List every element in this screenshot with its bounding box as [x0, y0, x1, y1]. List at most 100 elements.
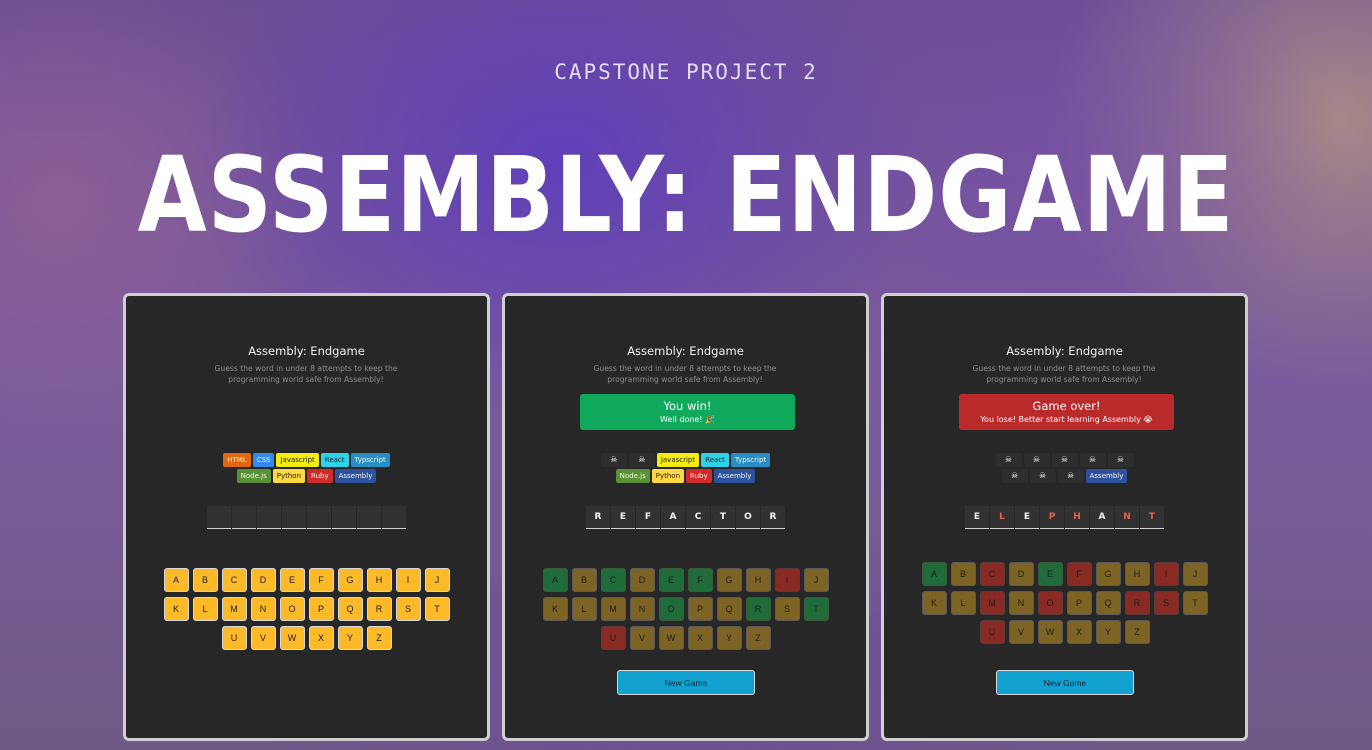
- key-d[interactable]: D: [250, 568, 276, 592]
- key-m[interactable]: M: [979, 591, 1005, 615]
- key-l[interactable]: L: [950, 591, 976, 615]
- language-chip: ☠: [1057, 469, 1084, 483]
- key-a[interactable]: A: [921, 562, 947, 586]
- key-a[interactable]: A: [542, 568, 568, 592]
- status-message: Well done! 🎉: [659, 415, 716, 424]
- key-n[interactable]: N: [629, 597, 655, 621]
- key-z[interactable]: Z: [366, 626, 392, 650]
- letter-slot: [257, 506, 281, 529]
- key-v[interactable]: V: [629, 626, 655, 650]
- key-f[interactable]: F: [1066, 562, 1092, 586]
- key-w[interactable]: W: [1037, 620, 1063, 644]
- letter-slot: A: [1090, 506, 1114, 529]
- key-c[interactable]: C: [600, 568, 626, 592]
- language-chip: ☠: [1107, 453, 1134, 467]
- key-h[interactable]: H: [745, 568, 771, 592]
- new-game-button[interactable]: New Game: [617, 670, 755, 695]
- key-w[interactable]: W: [279, 626, 305, 650]
- key-o[interactable]: O: [1037, 591, 1063, 615]
- key-q[interactable]: Q: [716, 597, 742, 621]
- letter-slot: N: [1115, 506, 1139, 529]
- key-o[interactable]: O: [279, 597, 305, 621]
- key-s[interactable]: S: [1153, 591, 1179, 615]
- key-u[interactable]: U: [221, 626, 247, 650]
- key-p[interactable]: P: [687, 597, 713, 621]
- key-c[interactable]: C: [221, 568, 247, 592]
- letter-slot: [282, 506, 306, 529]
- key-p[interactable]: P: [1066, 591, 1092, 615]
- skull-icon: ☠: [638, 455, 646, 464]
- key-k[interactable]: K: [163, 597, 189, 621]
- key-b[interactable]: B: [192, 568, 218, 592]
- key-r[interactable]: R: [745, 597, 771, 621]
- key-l[interactable]: L: [192, 597, 218, 621]
- key-j[interactable]: J: [1182, 562, 1208, 586]
- key-f[interactable]: F: [308, 568, 334, 592]
- key-a[interactable]: A: [163, 568, 189, 592]
- key-e[interactable]: E: [1037, 562, 1063, 586]
- letter-slot: E: [611, 506, 635, 529]
- key-x[interactable]: X: [687, 626, 713, 650]
- key-y[interactable]: Y: [716, 626, 742, 650]
- key-s[interactable]: S: [395, 597, 421, 621]
- key-s[interactable]: S: [774, 597, 800, 621]
- key-i[interactable]: I: [395, 568, 421, 592]
- game-title: Assembly: Endgame: [627, 344, 744, 358]
- key-e[interactable]: E: [279, 568, 305, 592]
- key-d[interactable]: D: [629, 568, 655, 592]
- key-t[interactable]: T: [424, 597, 450, 621]
- key-e[interactable]: E: [658, 568, 684, 592]
- key-z[interactable]: Z: [1124, 620, 1150, 644]
- key-t[interactable]: T: [1182, 591, 1208, 615]
- key-m[interactable]: M: [600, 597, 626, 621]
- key-j[interactable]: J: [424, 568, 450, 592]
- key-f[interactable]: F: [687, 568, 713, 592]
- key-v[interactable]: V: [1008, 620, 1034, 644]
- key-l[interactable]: L: [571, 597, 597, 621]
- key-o[interactable]: O: [658, 597, 684, 621]
- key-c[interactable]: C: [979, 562, 1005, 586]
- letter-slot: R: [761, 506, 785, 529]
- key-d[interactable]: D: [1008, 562, 1034, 586]
- new-game-button[interactable]: New Game: [996, 670, 1134, 695]
- key-w[interactable]: W: [658, 626, 684, 650]
- key-q[interactable]: Q: [337, 597, 363, 621]
- key-u[interactable]: U: [979, 620, 1005, 644]
- letter-slot: F: [636, 506, 660, 529]
- language-chip: ☠: [1023, 453, 1050, 467]
- skull-icon: ☠: [1039, 471, 1047, 480]
- key-i[interactable]: I: [1153, 562, 1179, 586]
- key-g[interactable]: G: [337, 568, 363, 592]
- key-h[interactable]: H: [1124, 562, 1150, 586]
- key-x[interactable]: X: [308, 626, 334, 650]
- key-y[interactable]: Y: [337, 626, 363, 650]
- letter-slot: L: [990, 506, 1014, 529]
- key-k[interactable]: K: [542, 597, 568, 621]
- key-k[interactable]: K: [921, 591, 947, 615]
- key-p[interactable]: P: [308, 597, 334, 621]
- key-h[interactable]: H: [366, 568, 392, 592]
- letter-slot: T: [1140, 506, 1164, 529]
- key-r[interactable]: R: [1124, 591, 1150, 615]
- key-j[interactable]: J: [803, 568, 829, 592]
- language-chip-row: ☠☠☠Assembly: [884, 469, 1245, 483]
- key-r[interactable]: R: [366, 597, 392, 621]
- key-b[interactable]: B: [950, 562, 976, 586]
- key-n[interactable]: N: [250, 597, 276, 621]
- key-b[interactable]: B: [571, 568, 597, 592]
- key-x[interactable]: X: [1066, 620, 1092, 644]
- key-y[interactable]: Y: [1095, 620, 1121, 644]
- key-u[interactable]: U: [600, 626, 626, 650]
- key-v[interactable]: V: [250, 626, 276, 650]
- key-t[interactable]: T: [803, 597, 829, 621]
- key-i[interactable]: I: [774, 568, 800, 592]
- key-m[interactable]: M: [221, 597, 247, 621]
- key-n[interactable]: N: [1008, 591, 1034, 615]
- key-g[interactable]: G: [1095, 562, 1121, 586]
- key-q[interactable]: Q: [1095, 591, 1121, 615]
- key-g[interactable]: G: [716, 568, 742, 592]
- key-z[interactable]: Z: [745, 626, 771, 650]
